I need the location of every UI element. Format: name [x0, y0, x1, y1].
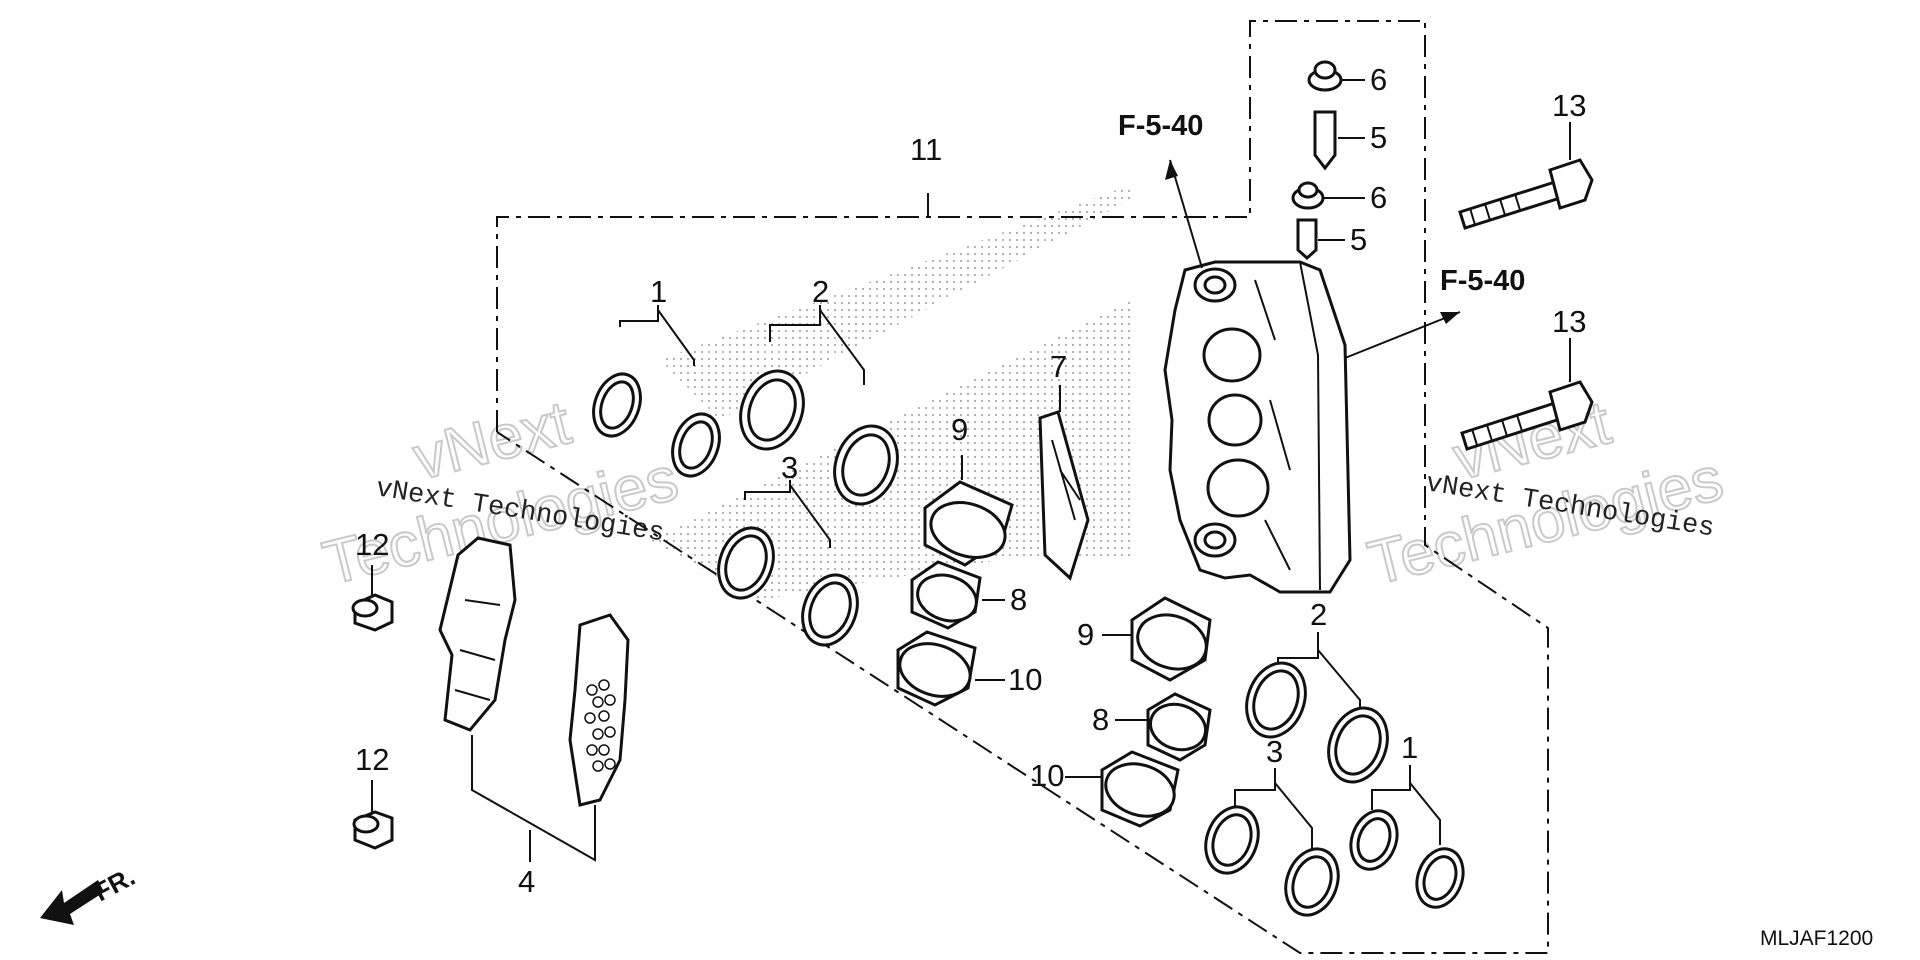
bleeder-5-upper [1313, 110, 1365, 171]
brake-pad-rear [568, 613, 630, 807]
cap-6-upper [1307, 60, 1365, 92]
label-6-lower: 6 [1370, 180, 1387, 215]
diagram-code: MLJAF1200 [1760, 927, 1873, 950]
label-9-lower: 9 [1077, 617, 1094, 652]
leader-4 [471, 735, 596, 862]
label-6-upper: 6 [1370, 62, 1387, 97]
caliper-body [1163, 260, 1352, 594]
piston-10-upper [896, 630, 977, 707]
label-13-lower: 13 [1552, 304, 1586, 339]
front-label: FR. [89, 861, 140, 907]
assembly-boundary [496, 20, 1549, 954]
label-12-upper: 12 [355, 527, 389, 562]
label-8-lower: 8 [1092, 702, 1109, 737]
piston-9-lower [1102, 596, 1212, 682]
seal-group-3-lower [1204, 768, 1340, 917]
label-1-upper: 1 [650, 274, 667, 309]
ref-arrow-right [1344, 311, 1461, 359]
front-direction-arrow: FR. [40, 861, 140, 925]
label-7: 7 [1050, 349, 1067, 384]
label-5-upper: 5 [1370, 120, 1387, 155]
label-4: 4 [518, 864, 535, 899]
label-9-upper: 9 [951, 412, 968, 447]
label-12-lower: 12 [355, 742, 389, 777]
seal-group-2-upper [739, 306, 899, 506]
label-13-upper: 13 [1552, 88, 1586, 123]
seal-group-2-lower [1245, 632, 1389, 784]
seal-group-3-upper [717, 481, 859, 647]
label-3-lower: 3 [1266, 734, 1283, 769]
label-3-upper: 3 [781, 450, 798, 485]
label-5-lower: 5 [1350, 222, 1367, 257]
label-10-lower: 10 [1030, 758, 1064, 793]
label-8-upper: 8 [1010, 582, 1027, 617]
piston-10-lower [1065, 750, 1180, 828]
seal-group-1-lower [1349, 765, 1465, 909]
label-11: 11 [910, 132, 942, 167]
bolt-13-upper [1458, 122, 1594, 230]
bolt-13-lower [1460, 338, 1594, 451]
label-1-lower: 1 [1401, 730, 1418, 765]
ref-label-top: F-5-40 [1118, 110, 1203, 142]
label-2-lower: 2 [1310, 597, 1327, 632]
ref-label-right: F-5-40 [1440, 265, 1525, 297]
label-2-upper: 2 [812, 274, 829, 309]
pad-spring-7 [1038, 385, 1090, 581]
piston-8-lower [1115, 692, 1212, 762]
label-10-upper: 10 [1008, 662, 1042, 697]
cap-6-lower [1291, 181, 1365, 210]
pin-12-lower [352, 780, 394, 850]
brake-pad-front [438, 536, 517, 732]
bleeder-5-lower [1296, 218, 1345, 261]
piston-8-upper [910, 560, 982, 630]
pin-12-upper [351, 565, 394, 632]
piston-9-upper [923, 480, 1014, 567]
ref-arrow-top [1165, 159, 1203, 269]
